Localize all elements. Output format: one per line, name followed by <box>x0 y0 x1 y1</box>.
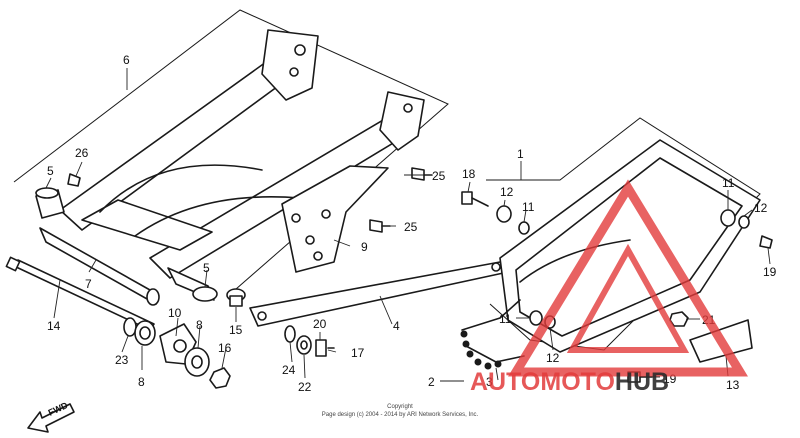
callout-23: 23 <box>115 353 129 367</box>
link-hardware <box>284 325 335 357</box>
callout-8-left: 8 <box>138 375 145 389</box>
watermark-brand-part2: HUB <box>615 368 669 396</box>
callout-11-a: 11 <box>522 200 535 214</box>
callout-5-left: 5 <box>47 164 54 178</box>
callout-15: 15 <box>229 323 243 337</box>
callout-20: 20 <box>313 317 327 331</box>
callout-2: 2 <box>428 375 435 389</box>
callout-numbers: 1 2 3 4 5 5 6 7 8 8 9 10 11 11 11 12 12 … <box>47 53 777 394</box>
callout-9: 9 <box>361 240 368 254</box>
callout-26: 26 <box>75 146 89 160</box>
callout-17: 17 <box>351 346 365 360</box>
swingarm-assembly <box>13 9 449 306</box>
callout-12-b: 12 <box>754 201 768 215</box>
callout-19-a: 19 <box>763 265 777 279</box>
watermark-brand-part1: AUTOMOTO <box>470 368 615 396</box>
watermark-text: AUTOMOTOHUB <box>470 368 669 396</box>
watermark-triangle-icon <box>507 179 749 377</box>
callout-12-c: 12 <box>546 351 560 365</box>
callout-11-c: 11 <box>499 312 512 326</box>
callout-25-a: 25 <box>432 169 446 183</box>
chain-links <box>460 330 502 370</box>
bolts-misc <box>67 167 489 233</box>
callout-10: 10 <box>168 306 182 320</box>
callout-14: 14 <box>47 319 61 333</box>
callout-4: 4 <box>393 319 400 333</box>
callout-11-b: 11 <box>722 176 735 190</box>
callout-25-b: 25 <box>404 220 418 234</box>
callout-1: 1 <box>517 147 524 161</box>
callout-24: 24 <box>282 363 296 377</box>
torque-link <box>249 261 509 327</box>
callout-8-right: 8 <box>196 318 203 332</box>
callout-5-right: 5 <box>203 261 210 275</box>
copyright-line-1: Copyright <box>387 404 413 410</box>
callout-13: 13 <box>726 378 740 392</box>
pivot-cap-hardware <box>159 323 231 389</box>
fwd-arrow-icon <box>27 403 75 433</box>
leader-lines <box>45 68 771 382</box>
callout-22: 22 <box>298 380 312 394</box>
watermark-inner-triangle-icon <box>566 243 690 353</box>
fwd-arrow: FWD <box>27 400 75 433</box>
chain-slider <box>281 165 389 273</box>
callout-7: 7 <box>85 277 92 291</box>
callout-18: 18 <box>462 167 476 181</box>
automotohub-watermark: AUTOMOTOHUB <box>470 179 749 396</box>
copyright-notice: Copyright Page design (c) 2004 - 2014 by… <box>322 404 479 418</box>
pivot-bolt <box>5 256 156 346</box>
callout-3: 3 <box>486 375 493 389</box>
callout-12-a: 12 <box>500 185 514 199</box>
callout-6: 6 <box>123 53 130 67</box>
copyright-line-2: Page design (c) 2004 - 2014 by ARI Netwo… <box>322 412 479 418</box>
callout-16: 16 <box>218 341 232 355</box>
bolt-15 <box>226 288 246 307</box>
